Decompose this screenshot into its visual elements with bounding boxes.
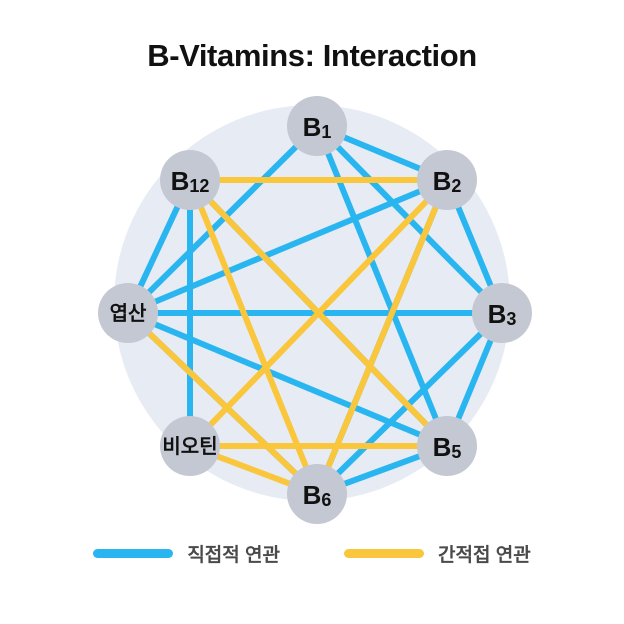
node-label: B6: [303, 480, 332, 510]
page-title: B-Vitamins: Interaction: [147, 38, 477, 73]
node-label-subscript: 2: [451, 176, 461, 196]
edge-direct: [323, 147, 441, 425]
edge-indirect: [211, 452, 296, 488]
node-label-main: B: [433, 166, 452, 196]
legend-item-direct[interactable]: 직접적 연관: [93, 540, 280, 567]
node-circle: [472, 283, 532, 343]
node-label-main: B: [303, 480, 322, 510]
node-circle: [417, 416, 477, 476]
node-label: B3: [488, 299, 517, 329]
node-label-subscript: 12: [189, 176, 209, 196]
edge-direct: [143, 141, 302, 298]
node-circle: [98, 283, 158, 343]
node-label: B12: [171, 166, 210, 196]
node-label-main: B: [303, 112, 322, 142]
line-swatch-icon: [93, 549, 174, 558]
node-label: 비오틴: [162, 435, 217, 458]
edge-indirect: [205, 195, 432, 431]
edge-direct: [148, 187, 427, 306]
edge-indirect: [143, 327, 302, 480]
legend-label-indirect: 간적접 연관: [438, 545, 531, 566]
node-label-main: B: [488, 299, 507, 329]
graph-node-b1[interactable]: B1: [287, 96, 347, 156]
edge-direct: [135, 200, 183, 293]
edge-direct: [453, 201, 496, 292]
node-circle: [287, 464, 347, 524]
graph-node-b6[interactable]: B6: [287, 464, 347, 524]
node-label-main: B: [171, 166, 190, 196]
node-label-subscript: 1: [321, 122, 331, 142]
edge-direct: [338, 132, 426, 174]
node-label-subscript: 5: [451, 442, 461, 462]
node-label-subscript: 6: [321, 490, 331, 510]
node-label: B5: [433, 432, 462, 462]
graph-node-b2[interactable]: B2: [417, 150, 477, 210]
graph-node-biotin[interactable]: 비오틴: [160, 416, 220, 476]
node-label: B2: [433, 166, 462, 196]
legend: 직접적 연관 간적접 연관: [0, 540, 624, 567]
line-swatch-icon: [344, 549, 424, 558]
node-circle: [287, 96, 347, 156]
node-label: 엽산: [110, 302, 147, 325]
graph-node-b12[interactable]: B12: [160, 150, 220, 210]
edge-direct: [148, 320, 427, 439]
edges-layer: [135, 132, 496, 488]
edge-direct: [453, 334, 496, 425]
edge-indirect: [323, 201, 441, 473]
node-circle: [160, 416, 220, 476]
graph-node-folate[interactable]: 엽산: [98, 283, 158, 343]
node-label-subscript: 3: [506, 309, 516, 329]
graph-node-b5[interactable]: B5: [417, 416, 477, 476]
node-circle: [417, 150, 477, 210]
edge-indirect: [196, 201, 311, 473]
legend-item-indirect[interactable]: 간적접 연관: [344, 540, 531, 567]
node-circle: [160, 150, 220, 210]
node-label-main: B: [433, 432, 452, 462]
node-label: B1: [303, 112, 332, 142]
graph-node-b3[interactable]: B3: [472, 283, 532, 343]
legend-label-direct: 직접적 연관: [187, 545, 280, 566]
edge-direct: [338, 452, 426, 488]
